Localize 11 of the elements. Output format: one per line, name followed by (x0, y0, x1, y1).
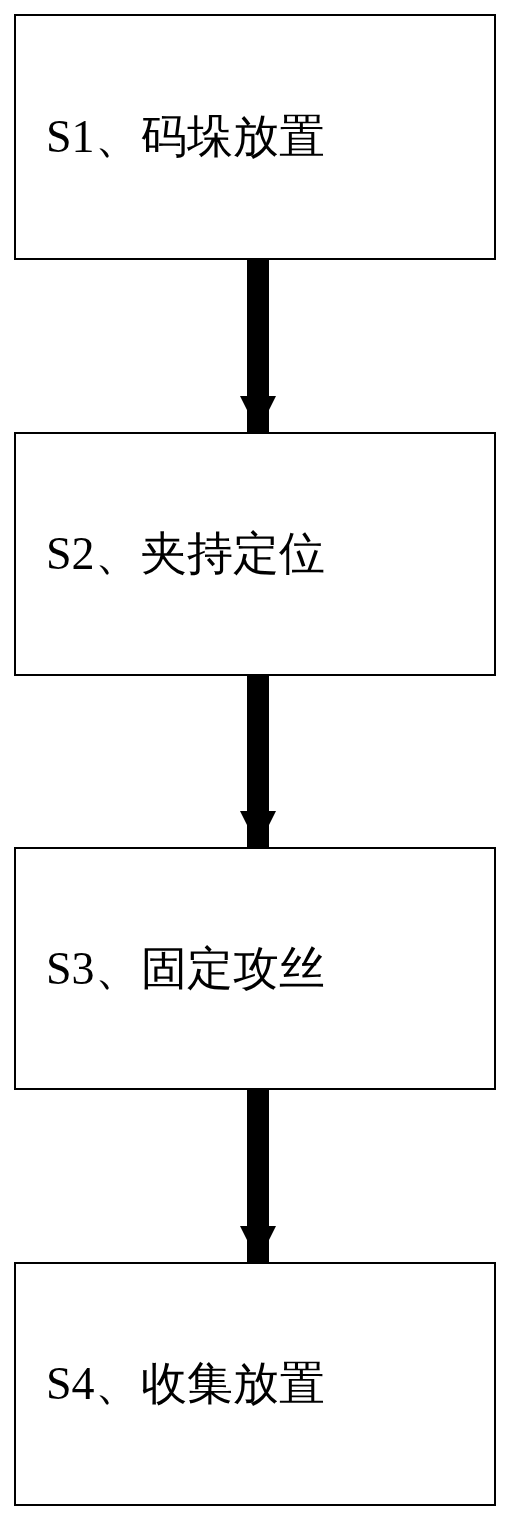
step-label: S1、码垛放置 (46, 110, 325, 164)
step-label: S4、收集放置 (46, 1357, 325, 1411)
process-box (14, 432, 496, 676)
process-box (14, 14, 496, 260)
step-label: S3、固定攻丝 (46, 941, 325, 996)
step-label: S2、夹持定位 (46, 527, 325, 581)
process-box (14, 1262, 496, 1506)
arrow (240, 1090, 276, 1262)
process-box (14, 847, 496, 1090)
arrow (240, 260, 276, 432)
arrow (240, 676, 276, 847)
